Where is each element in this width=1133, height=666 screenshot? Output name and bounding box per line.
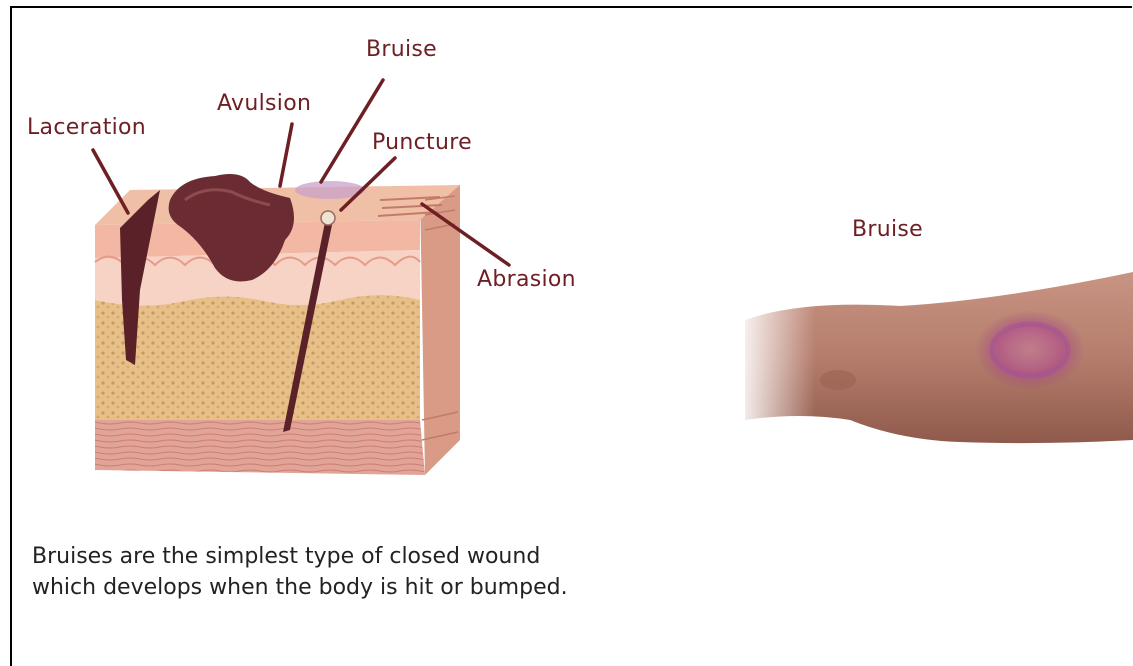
label-abrasion: Abrasion [477, 267, 576, 292]
caption-text: Bruises are the simplest type of closed … [32, 541, 592, 603]
label-laceration: Laceration [27, 115, 146, 140]
label-bruise-photo: Bruise [852, 217, 923, 242]
bruised-arm-photo [735, 272, 1133, 460]
label-puncture: Puncture [372, 130, 472, 155]
label-bruise-diagram: Bruise [366, 37, 437, 62]
label-avulsion: Avulsion [217, 91, 311, 116]
